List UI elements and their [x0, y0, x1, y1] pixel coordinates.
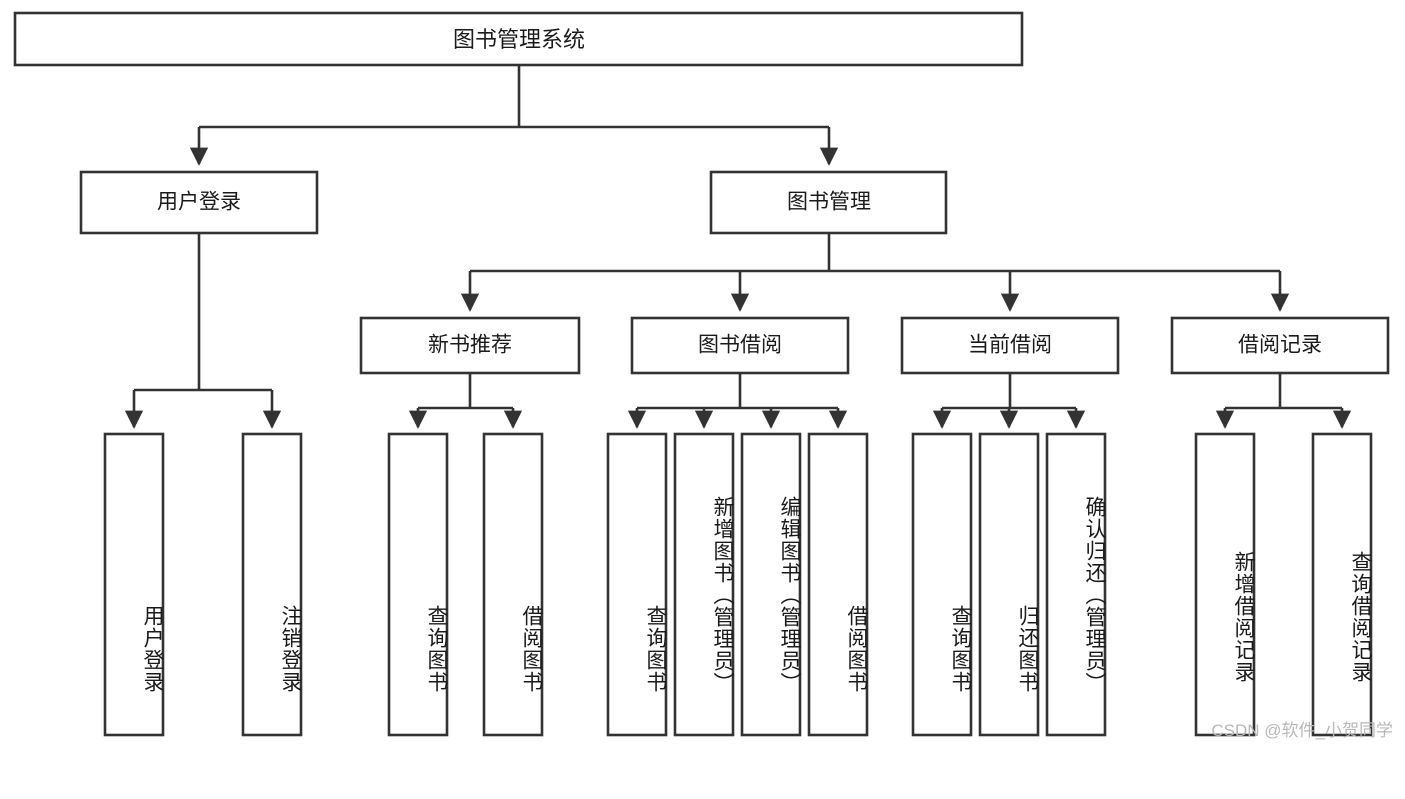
node-new-book-recommend[interactable]: 新书推荐	[359, 316, 581, 375]
leaf-confirm-return-rect[interactable]	[1045, 432, 1107, 737]
leaf-edit-book-rect[interactable]	[740, 432, 802, 737]
node-borrow-record[interactable]: 借阅记录	[1170, 316, 1390, 375]
node-book-borrow-label: 图书借阅	[698, 334, 782, 357]
node-book-manage-rect[interactable]	[709, 170, 948, 235]
diagram-canvas: 图书管理系统 用户登录 图书管理 新书推荐 图书借阅 当前借阅 借阅记录	[13, 11, 1393, 740]
node-current-borrow-label: 当前借阅	[968, 334, 1052, 357]
leaf-user-logout-rect[interactable]	[241, 432, 303, 737]
node-current-borrow[interactable]: 当前借阅	[900, 316, 1120, 375]
node-root-label: 图书管理系统	[453, 27, 585, 52]
node-current-borrow-rect[interactable]	[900, 316, 1120, 375]
watermark-text: CSDN @软件_小贺同学	[1211, 721, 1393, 740]
leaf-borrow-book-1-rect[interactable]	[482, 432, 544, 737]
node-book-borrow[interactable]: 图书借阅	[630, 316, 850, 375]
node-user-login-label: 用户登录	[157, 191, 241, 214]
node-borrow-record-rect[interactable]	[1170, 316, 1390, 375]
connectors	[124, 65, 1352, 429]
node-new-book-recommend-label: 新书推荐	[428, 334, 512, 357]
leaf-user-login-rect[interactable]	[103, 432, 165, 737]
leaf-query-book-1-rect[interactable]	[387, 432, 449, 737]
node-root-rect[interactable]	[13, 11, 1024, 67]
node-book-borrow-rect[interactable]	[630, 316, 850, 375]
node-root[interactable]: 图书管理系统	[13, 11, 1024, 67]
node-new-book-recommend-rect[interactable]	[359, 316, 581, 375]
leaf-query-book-3-rect[interactable]	[911, 432, 973, 737]
node-user-login-rect[interactable]	[79, 170, 319, 235]
node-book-manage[interactable]: 图书管理	[709, 170, 948, 235]
leaf-query-record-rect[interactable]	[1311, 432, 1373, 737]
leaf-query-book-2-rect[interactable]	[606, 432, 668, 737]
leaf-add-book-rect[interactable]	[673, 432, 735, 737]
leaf-add-record-rect[interactable]	[1194, 432, 1256, 737]
diagram-svg: 图书管理系统 用户登录 图书管理 新书推荐 图书借阅 当前借阅 借阅记录	[13, 11, 1390, 737]
node-borrow-record-label: 借阅记录	[1238, 334, 1322, 357]
leaf-boxes	[103, 432, 1373, 737]
node-user-login[interactable]: 用户登录	[79, 170, 319, 235]
leaf-borrow-book-2-rect[interactable]	[807, 432, 869, 737]
node-book-manage-label: 图书管理	[787, 191, 871, 214]
leaf-return-book-rect[interactable]	[978, 432, 1040, 737]
